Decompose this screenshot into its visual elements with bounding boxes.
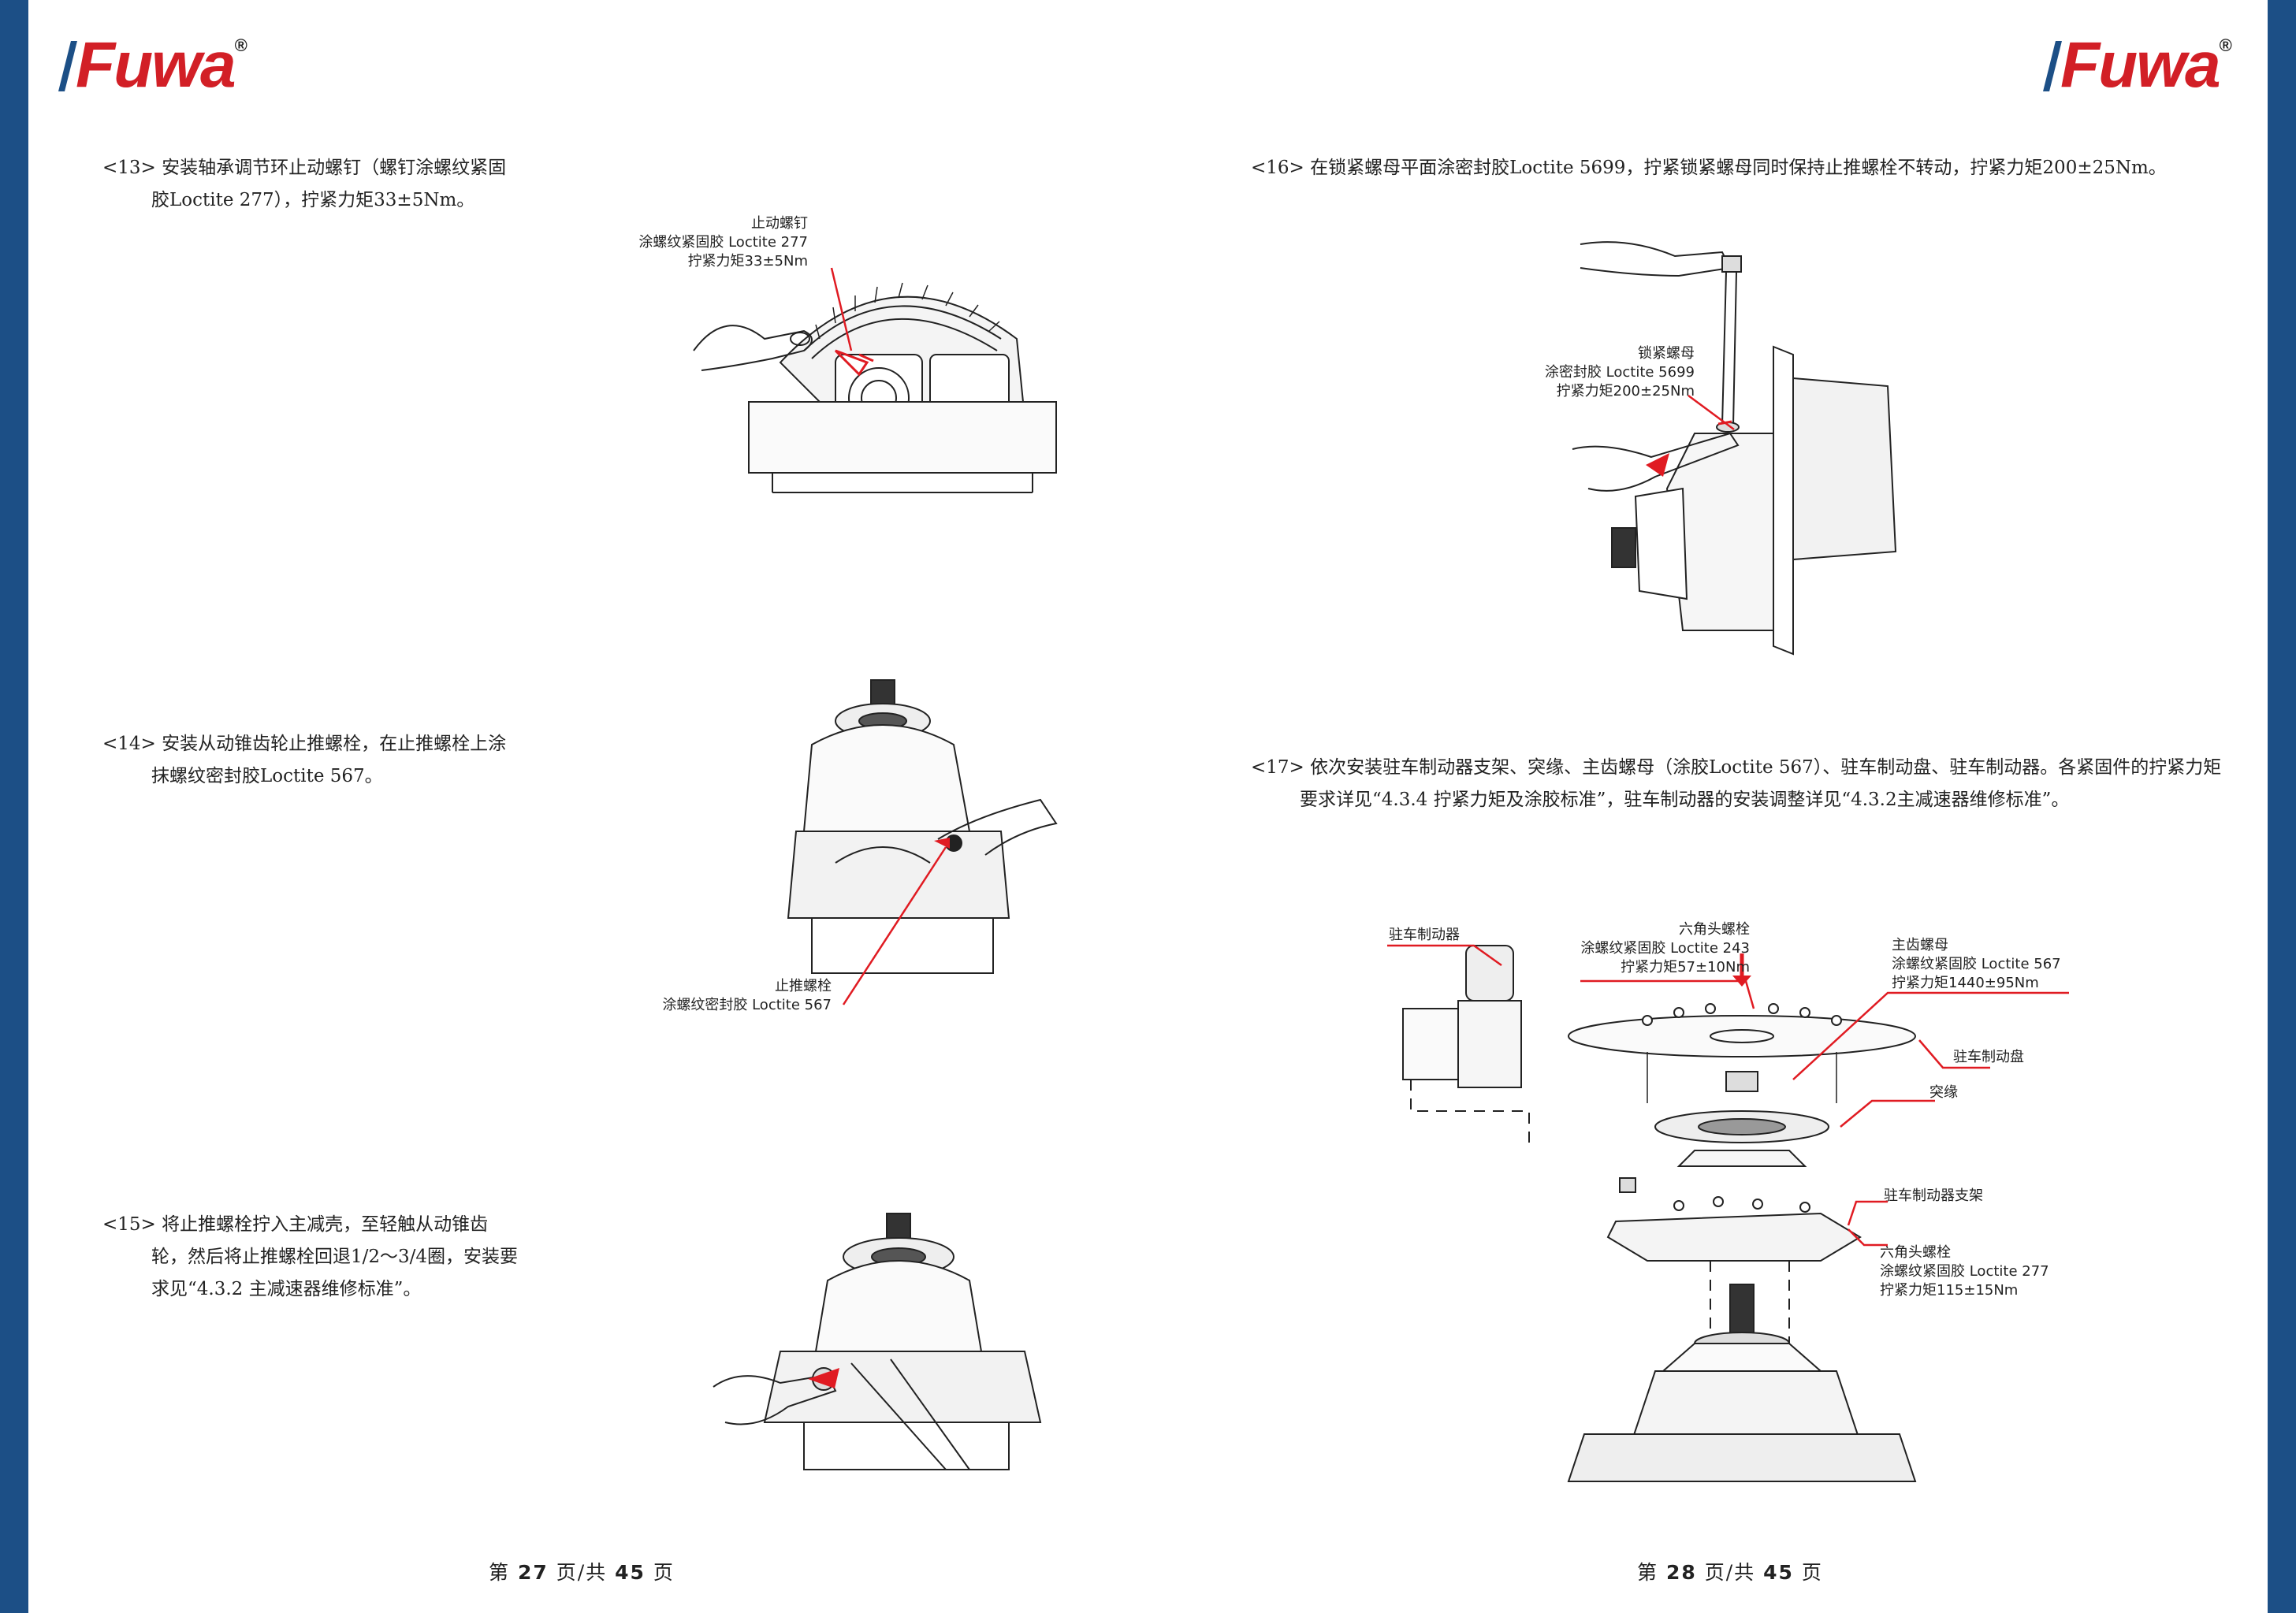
fig13-callout: 止动螺钉 涂螺纹紧固胶 Loctite 277 拧紧力矩33±5Nm bbox=[638, 215, 808, 269]
right-page-edge bbox=[2268, 0, 2296, 1613]
step-14: <14> 安装从动锥齿轮止推螺栓，在止推螺栓上涂抹螺纹密封胶Loctite 56… bbox=[102, 734, 507, 786]
brand-logo-left: Fuwa® bbox=[58, 30, 247, 101]
page-footer-left: 第 27 页/共 45 页 bbox=[489, 1561, 675, 1584]
step-16: <16> 在锁紧螺母平面涂密封胶Loctite 5699，拧紧锁紧螺母同时保持止… bbox=[1251, 158, 2167, 178]
fig17-pinion-nut: 主齿螺母 涂螺纹紧固胶 Loctite 567 拧紧力矩1440±95Nm bbox=[1892, 937, 2061, 991]
figure-15-illustration bbox=[713, 1213, 1042, 1470]
fig17-leader-lines bbox=[1387, 944, 2069, 1247]
figure-13-illustration bbox=[693, 267, 1057, 493]
fig14-callout: 止推螺栓 涂螺纹密封胶 Loctite 567 bbox=[662, 978, 832, 1013]
fig17-bracket-label: 驻车制动器支架 bbox=[1884, 1187, 1983, 1204]
figure-17-illustration bbox=[1402, 945, 1917, 1482]
brand-logo-right: Fuwa® bbox=[2043, 30, 2232, 101]
fig17-hex-bolt-top: 六角头螺栓 涂螺纹紧固胶 Loctite 243 拧紧力矩57±10Nm bbox=[1580, 921, 1750, 976]
figure-14-illustration bbox=[787, 679, 1058, 1005]
fig17-brake-label: 驻车制动器 bbox=[1389, 927, 1460, 943]
fig17-disc-label: 驻车制动盘 bbox=[1953, 1049, 2024, 1065]
fig17-hex-bolt-bottom: 六角头螺栓 涂螺纹紧固胶 Loctite 277 拧紧力矩115±15Nm bbox=[1880, 1244, 2049, 1299]
step-17: <17> 依次安装驻车制动器支架、突缘、主齿螺母（涂胶Loctite 567）、… bbox=[1251, 757, 2222, 810]
fig16-callout: 锁紧螺母 涂密封胶 Loctite 5699 拧紧力矩200±25Nm bbox=[1544, 345, 1695, 400]
figure-16-illustration bbox=[1572, 241, 1897, 656]
fig17-flange-label: 突缘 bbox=[1929, 1084, 1958, 1101]
page-footer-right: 第 28 页/共 45 页 bbox=[1637, 1561, 1823, 1584]
left-page-edge bbox=[0, 0, 28, 1613]
step-15: <15> 将止推螺栓拧入主减壳，至轻触从动锥齿轮，然后将止推螺栓回退1/2～3/… bbox=[102, 1214, 519, 1299]
fig16-leader bbox=[1688, 394, 1735, 431]
step-13: <13> 安装轴承调节环止动螺钉（螺钉涂螺纹紧固胶Loctite 277），拧紧… bbox=[102, 158, 507, 210]
